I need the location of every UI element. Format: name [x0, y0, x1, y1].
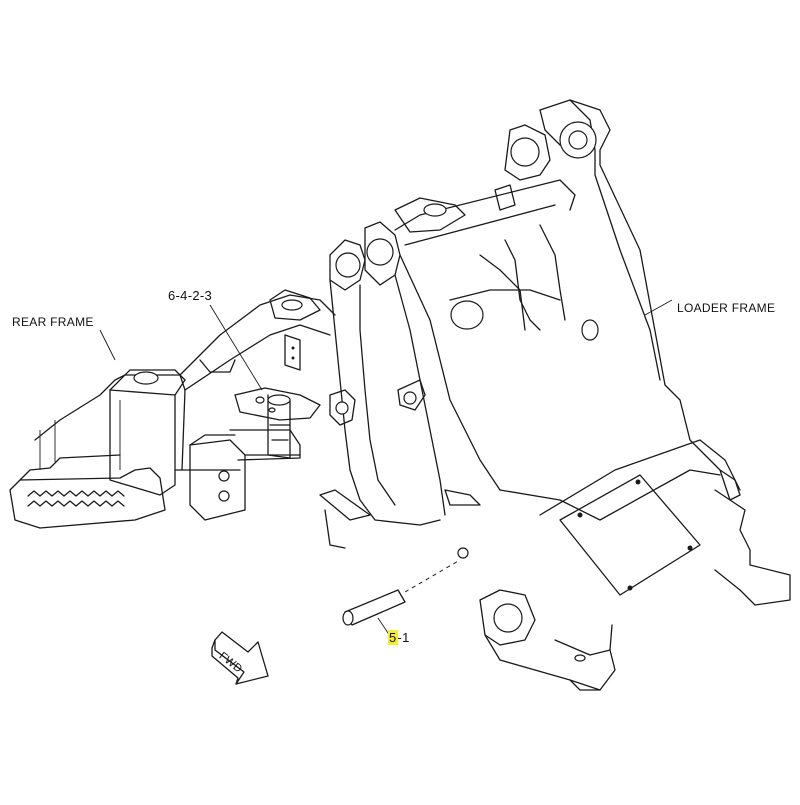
label-loader-frame: LOADER FRAME [677, 301, 776, 315]
callout-pin-suffix: -1 [397, 630, 410, 645]
pin-part-5-1 [342, 547, 469, 637]
fwd-arrow-icon [211, 631, 269, 685]
callout-hinge-pin[interactable]: 6-4-2-3 [168, 288, 213, 303]
hinge-pin-assembly [209, 289, 321, 459]
rear-frame-outline [9, 294, 336, 529]
loader-frame-outline [319, 99, 791, 691]
label-rear-frame: REAR FRAME [12, 315, 94, 329]
callout-pin-highlight: 5 [388, 630, 398, 645]
callout-pin-5-1[interactable]: 5-1 [388, 630, 410, 645]
